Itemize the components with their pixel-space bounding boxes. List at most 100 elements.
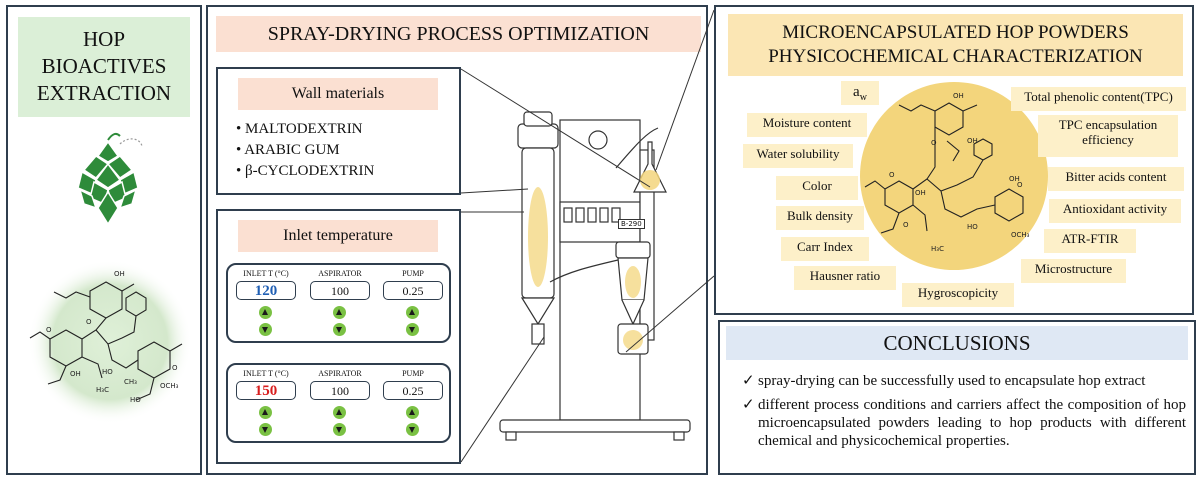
pump-label: PUMP <box>402 269 424 278</box>
aspirator-down-arrow-icon[interactable] <box>333 323 346 336</box>
process-panel: SPRAY-DRYING PROCESS OPTIMIZATION Wall m… <box>206 5 708 475</box>
aspirator-up-arrow-icon[interactable] <box>333 406 346 419</box>
process-title: SPRAY-DRYING PROCESS OPTIMIZATION <box>267 23 650 45</box>
conclusions-title: CONCLUSIONS <box>883 331 1031 355</box>
tpc-encapsulation-efficiency-tag: TPC encapsulation efficiency <box>1038 115 1178 157</box>
svg-text:CH₃: CH₃ <box>124 378 137 386</box>
hausner-ratio-tag: Hausner ratio <box>794 266 896 290</box>
wall-material-item: • MALTODEXTRIN <box>236 121 363 137</box>
connector-lines <box>460 68 651 463</box>
pump-down-arrow-icon[interactable] <box>406 323 419 336</box>
conclusion-item: spray-drying can be successfully used to… <box>742 372 1186 390</box>
svg-text:OH: OH <box>915 189 926 197</box>
svg-text:O: O <box>46 326 52 334</box>
wall-materials-box: Wall materials • MALTODEXTRIN • ARABIC G… <box>216 67 461 195</box>
svg-text:HO: HO <box>967 223 978 231</box>
panel-connector-lines <box>625 9 715 353</box>
svg-text:HO: HO <box>102 368 113 376</box>
inlet-t-label: INLET T (°C) <box>243 269 289 278</box>
inlet-title: Inlet temperature <box>283 227 393 244</box>
process-title-box: SPRAY-DRYING PROCESS OPTIMIZATION <box>216 16 701 52</box>
aspirator-label: ASPIRATOR <box>318 369 362 378</box>
controller-panel-120: INLET T (°C) ASPIRATOR PUMP 120 100 0.25 <box>226 263 451 343</box>
hygroscopicity-tag: Hygroscopicity <box>902 283 1014 307</box>
inlet-down-arrow-icon[interactable] <box>259 423 272 436</box>
extraction-title-line2: BIOACTIVES <box>41 54 167 78</box>
carr-index-tag: Carr Index <box>781 237 869 261</box>
device-badge: B-290 <box>618 219 645 229</box>
tpc-eff-line1: TPC encapsulation <box>1058 117 1158 132</box>
tpc-eff-line2: efficiency <box>1082 131 1134 147</box>
atr-ftir-tag: ATR-FTIR <box>1044 229 1136 253</box>
inlet-down-arrow-icon[interactable] <box>259 323 272 336</box>
aw-symbol: a <box>853 84 860 100</box>
extraction-panel: HOP BIOACTIVES EXTRACTION <box>6 5 202 475</box>
wall-materials-list: • MALTODEXTRIN • ARABIC GUM • β-CYCLODEX… <box>236 119 374 182</box>
pump-up-arrow-icon[interactable] <box>406 306 419 319</box>
conclusions-title-box: CONCLUSIONS <box>726 326 1188 360</box>
pump-value[interactable]: 0.25 <box>383 381 443 400</box>
svg-text:O: O <box>931 139 937 147</box>
svg-text:OCH₃: OCH₃ <box>1011 231 1030 239</box>
controller-panel-150: INLET T (°C) ASPIRATOR PUMP 150 100 0.25 <box>226 363 451 443</box>
hop-molecule-icon: OH O O OH HO CH₃ O OCH₃ HO H₃C <box>28 260 192 422</box>
svg-text:O: O <box>86 318 92 326</box>
svg-text:H₃C: H₃C <box>96 386 109 394</box>
conclusion-item: different process conditions and carrier… <box>742 396 1186 450</box>
svg-text:HO: HO <box>130 396 141 404</box>
svg-text:OCH₃: OCH₃ <box>160 382 179 390</box>
total-phenolic-content-tag: Total phenolic content(TPC) <box>1011 87 1186 111</box>
svg-text:OH: OH <box>1009 175 1020 183</box>
aspirator-label: ASPIRATOR <box>318 269 362 278</box>
svg-text:O: O <box>1017 181 1023 189</box>
inlet-t-label: INLET T (°C) <box>243 369 289 378</box>
extraction-title-line1: HOP <box>82 27 125 51</box>
bitter-acids-content-tag: Bitter acids content <box>1048 167 1184 191</box>
conclusions-list: spray-drying can be successfully used to… <box>742 372 1186 450</box>
svg-text:H₃C: H₃C <box>931 245 944 253</box>
aw-subscript: w <box>859 92 867 103</box>
water-activity-tag: aw <box>841 81 879 105</box>
wall-material-item: • ARABIC GUM <box>236 142 340 158</box>
svg-text:OH: OH <box>967 137 978 145</box>
svg-text:O: O <box>889 171 895 179</box>
svg-text:OH: OH <box>70 370 81 378</box>
characterization-title-box: MICROENCAPSULATED HOP POWDERS PHYSICOCHE… <box>728 14 1183 76</box>
pump-up-arrow-icon[interactable] <box>406 406 419 419</box>
bulk-density-tag: Bulk density <box>776 206 864 230</box>
svg-text:O: O <box>172 364 178 372</box>
aspirator-value[interactable]: 100 <box>310 381 370 400</box>
microstructure-tag: Microstructure <box>1021 259 1126 283</box>
inlet-title-box: Inlet temperature <box>238 220 438 252</box>
svg-text:OH: OH <box>114 270 125 278</box>
wall-material-item: • β-CYCLODEXTRIN <box>236 163 375 179</box>
spray-dryer-illustration <box>499 111 691 441</box>
inlet-up-arrow-icon[interactable] <box>259 306 272 319</box>
inlet-t-value[interactable]: 120 <box>236 281 296 300</box>
characterization-panel: MICROENCAPSULATED HOP POWDERS PHYSICOCHE… <box>714 5 1194 315</box>
pump-label: PUMP <box>402 369 424 378</box>
characterization-title-line2: PHYSICOCHEMICAL CHARACTERIZATION <box>768 46 1143 67</box>
inlet-t-value[interactable]: 150 <box>236 381 296 400</box>
moisture-content-tag: Moisture content <box>747 113 867 137</box>
hop-cone-icon <box>77 132 143 226</box>
wall-materials-title: Wall materials <box>291 85 385 102</box>
wall-materials-title-box: Wall materials <box>238 78 438 110</box>
aspirator-up-arrow-icon[interactable] <box>333 306 346 319</box>
water-solubility-tag: Water solubility <box>743 144 853 168</box>
aspirator-value[interactable]: 100 <box>310 281 370 300</box>
svg-text:OH: OH <box>953 92 964 100</box>
inlet-up-arrow-icon[interactable] <box>259 406 272 419</box>
color-tag: Color <box>776 176 858 200</box>
svg-text:O: O <box>903 221 909 229</box>
inlet-temperature-box: Inlet temperature INLET T (°C) ASPIRATOR… <box>216 209 461 464</box>
pump-value[interactable]: 0.25 <box>383 281 443 300</box>
characterization-title-line1: MICROENCAPSULATED HOP POWDERS <box>782 22 1129 43</box>
powder-molecule-icon: OH O OH O O OH HO O OCH₃ H₃C OH <box>860 82 1048 270</box>
aspirator-down-arrow-icon[interactable] <box>333 423 346 436</box>
antioxidant-activity-tag: Antioxidant activity <box>1049 199 1181 223</box>
conclusions-panel: CONCLUSIONS spray-drying can be successf… <box>718 320 1196 475</box>
extraction-title-box: HOP BIOACTIVES EXTRACTION <box>18 17 190 117</box>
extraction-title-line3: EXTRACTION <box>36 81 172 105</box>
pump-down-arrow-icon[interactable] <box>406 423 419 436</box>
